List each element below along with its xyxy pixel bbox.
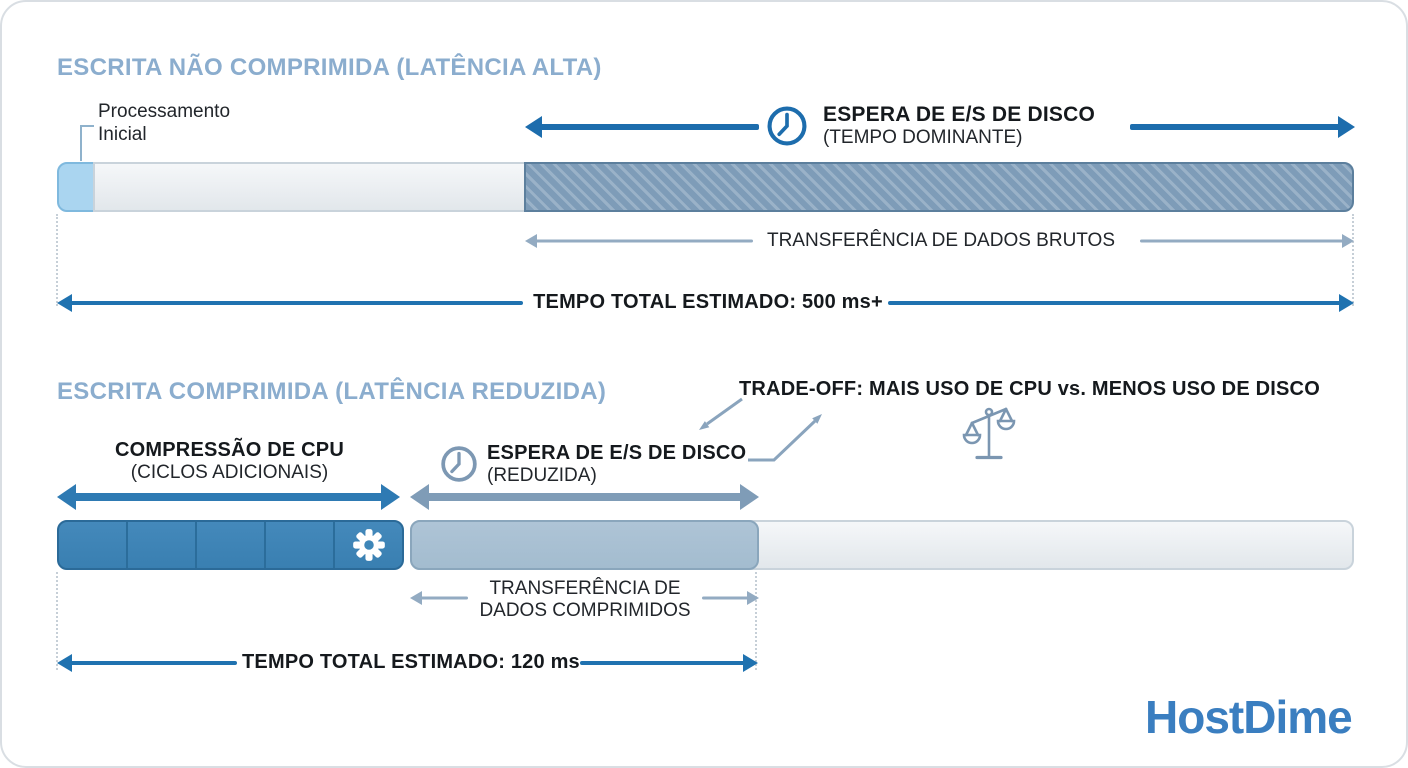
cpu-compression-label: COMPRESSÃO DE CPU (CICLOS ADICIONAIS) [57,439,402,485]
compressed-transfer-text: TRANSFERÊNCIA DE DADOS COMPRIMIDOS [479,578,691,621]
uncompressed-section-title: ESCRITA NÃO COMPRIMIDA (LATÊNCIA ALTA) [57,54,602,81]
cpu-span-arrow [57,484,400,510]
disk-wait-title-2: ESPERA DE E/S DE DISCO [487,442,747,464]
cpu-segment-divider [126,522,128,568]
disk-wait-label-uncompressed: ESPERA DE E/S DE DISCO (TEMPO DOMINANTE) [823,103,1095,150]
tradeoff-pointer-arrow-icon [699,397,743,430]
total-time-arrow-right-2 [580,650,758,676]
total-time-label-compressed: TEMPO TOTAL ESTIMADO: 120 ms [242,651,580,674]
guide-line-left-2 [56,572,58,670]
hostdime-logo: HostDime [1145,691,1353,743]
disk-io-wait-segment [524,162,1354,212]
total-time-arrow-left-1 [57,290,523,316]
total-time-text-2: TEMPO TOTAL ESTIMADO: 120 ms [242,651,580,673]
raw-transfer-arrow-left [525,228,753,254]
disk-wait-label-compressed: ESPERA DE E/S DE DISCO (REDUZIDA) [487,442,746,488]
raw-transfer-label: TRANSFERÊNCIA DE DADOS BRUTOS [759,230,1123,253]
balance-scale-icon [962,407,1016,460]
initial-processing-connector-line [80,125,94,161]
uncompressed-timeline-bar [57,162,1354,212]
total-time-label-uncompressed: TEMPO TOTAL ESTIMADO: 500 ms+ [532,291,884,314]
disk-wait-arrow-right [1130,114,1355,140]
cpu-segment-divider [264,522,266,568]
compressed-section-title: ESCRITA COMPRIMIDA (LATÊNCIA REDUZIDA) [57,378,607,405]
total-time-text-1: TEMPO TOTAL ESTIMADO: 500 ms+ [533,291,883,313]
disk-wait-arrow-left [525,114,759,140]
guide-line-left-1 [56,214,58,306]
compressed-transfer-segment [410,520,759,570]
cpu-segment-divider [195,522,197,568]
cpu-segment-divider [333,522,335,568]
disk-wait-title: ESPERA DE E/S DE DISCO [823,103,1096,126]
guide-line-right-2 [755,572,757,670]
tradeoff-label: TRADE-OFF: MAIS USO DE CPU vs. MENOS USO… [739,378,1320,401]
raw-transfer-text: TRANSFERÊNCIA DE DADOS BRUTOS [766,230,1116,251]
guide-line-right-1 [1352,214,1354,306]
initial-processing-segment [57,162,95,212]
cpu-compression-segment [57,520,404,570]
cpu-compression-subtitle: (CICLOS ADICIONAIS) [130,462,329,483]
compressed-transfer-arrow-right [702,585,759,611]
reduced-io-span-arrow [410,484,759,510]
disk-wait-subtitle-2: (REDUZIDA) [487,465,597,486]
total-time-arrow-right-1 [888,290,1354,316]
total-time-arrow-left-2 [57,650,237,676]
raw-transfer-arrow-right [1140,228,1354,254]
tradeoff-elbow-arrow-icon [748,414,822,462]
initial-processing-text: Processamento Inicial [98,101,231,145]
initial-processing-label: Processamento Inicial [98,101,268,147]
compressed-timeline-bar [2,520,1406,570]
cpu-compression-title: COMPRESSÃO DE CPU [115,439,344,461]
raw-transfer-segment [93,162,526,212]
clock-icon-reduced [441,446,477,482]
compressed-transfer-arrow-left [410,585,468,611]
gear-icon [353,529,385,561]
compressed-transfer-label: TRANSFERÊNCIA DE DADOS COMPRIMIDOS [470,578,700,622]
disk-wait-subtitle: (TEMPO DOMINANTE) [823,127,1023,149]
tradeoff-text: TRADE-OFF: MAIS USO DE CPU vs. MENOS USO… [739,378,1320,400]
clock-icon [767,106,807,146]
